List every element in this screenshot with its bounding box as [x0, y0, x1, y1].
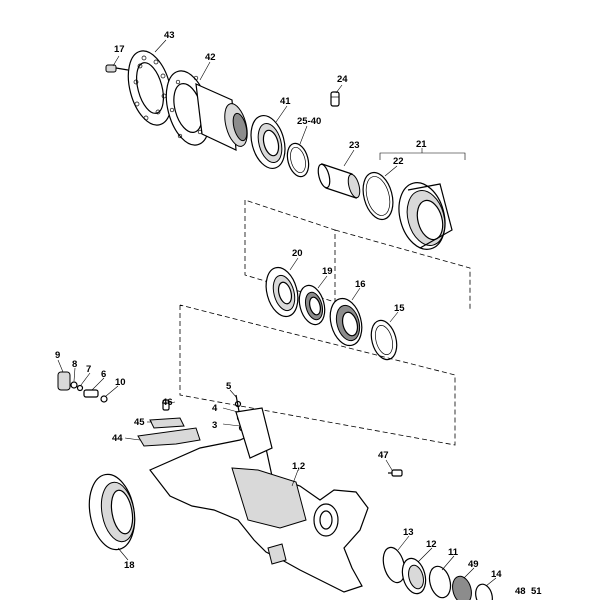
- label-6: 6: [101, 369, 106, 380]
- part-47-grease-nipple: [388, 469, 403, 477]
- part-19-bearing-cone: [298, 284, 326, 326]
- label-48: 48: [515, 586, 526, 597]
- label-1-2: 1,2: [292, 461, 305, 472]
- label-14: 14: [491, 569, 502, 580]
- label-7: 7: [86, 364, 91, 375]
- part-43-flange-ring: [127, 50, 173, 126]
- part-24-pin: [330, 91, 340, 107]
- part-21-ring-gear: [398, 182, 453, 250]
- label-18: 18: [124, 560, 135, 571]
- parts-6-10-fitting: [57, 371, 108, 403]
- part-22-snap-ring: [362, 171, 394, 221]
- label-21: 21: [416, 139, 427, 150]
- assembly-box-upper-right: [334, 229, 471, 310]
- part-15-seal: [370, 319, 398, 361]
- label-46: 46: [162, 397, 173, 408]
- part-16-bearing: [329, 297, 363, 347]
- part-46-bolt: [162, 399, 170, 411]
- label-12: 12: [426, 539, 437, 550]
- label-19: 19: [322, 266, 333, 277]
- part-45-bracket: [149, 417, 185, 429]
- label-22: 22: [393, 156, 404, 167]
- label-47: 47: [378, 450, 389, 461]
- label-10: 10: [115, 377, 126, 388]
- label-49: 49: [468, 559, 479, 570]
- label-41: 41: [280, 96, 291, 107]
- label-3: 3: [212, 420, 217, 431]
- part-23-sleeve: [317, 163, 361, 199]
- parts-11-14-49-bearings: [382, 546, 493, 605]
- label-15: 15: [394, 303, 405, 314]
- label-25-40: 25-40: [297, 116, 321, 127]
- label-9: 9: [55, 350, 60, 361]
- label-13: 13: [403, 527, 414, 538]
- part-42-hub-spindle: [165, 70, 248, 151]
- label-20: 20: [292, 248, 303, 259]
- part-25-40-o-ring: [286, 142, 310, 178]
- label-11: 11: [448, 547, 459, 558]
- label-5: 5: [226, 381, 232, 392]
- label-43: 43: [164, 30, 175, 41]
- label-51: 51: [531, 586, 542, 597]
- part-41-bearing: [250, 114, 286, 170]
- part-1-2-axle-housing: [149, 407, 369, 593]
- leader-lines: [57, 39, 497, 587]
- label-44: 44: [112, 433, 123, 444]
- part-44-bracket: [137, 427, 201, 447]
- part-20-bearing: [265, 266, 299, 318]
- label-24: 24: [337, 74, 348, 85]
- label-17: 17: [114, 44, 125, 55]
- part-18-brake-ring: [88, 473, 136, 551]
- part-17-bolt: [105, 64, 129, 73]
- label-23: 23: [349, 140, 360, 151]
- label-16: 16: [355, 279, 366, 290]
- label-8: 8: [72, 359, 77, 370]
- label-42: 42: [205, 52, 216, 63]
- label-45: 45: [134, 417, 145, 428]
- assembly-box-middle: [179, 304, 456, 446]
- label-4: 4: [212, 403, 218, 414]
